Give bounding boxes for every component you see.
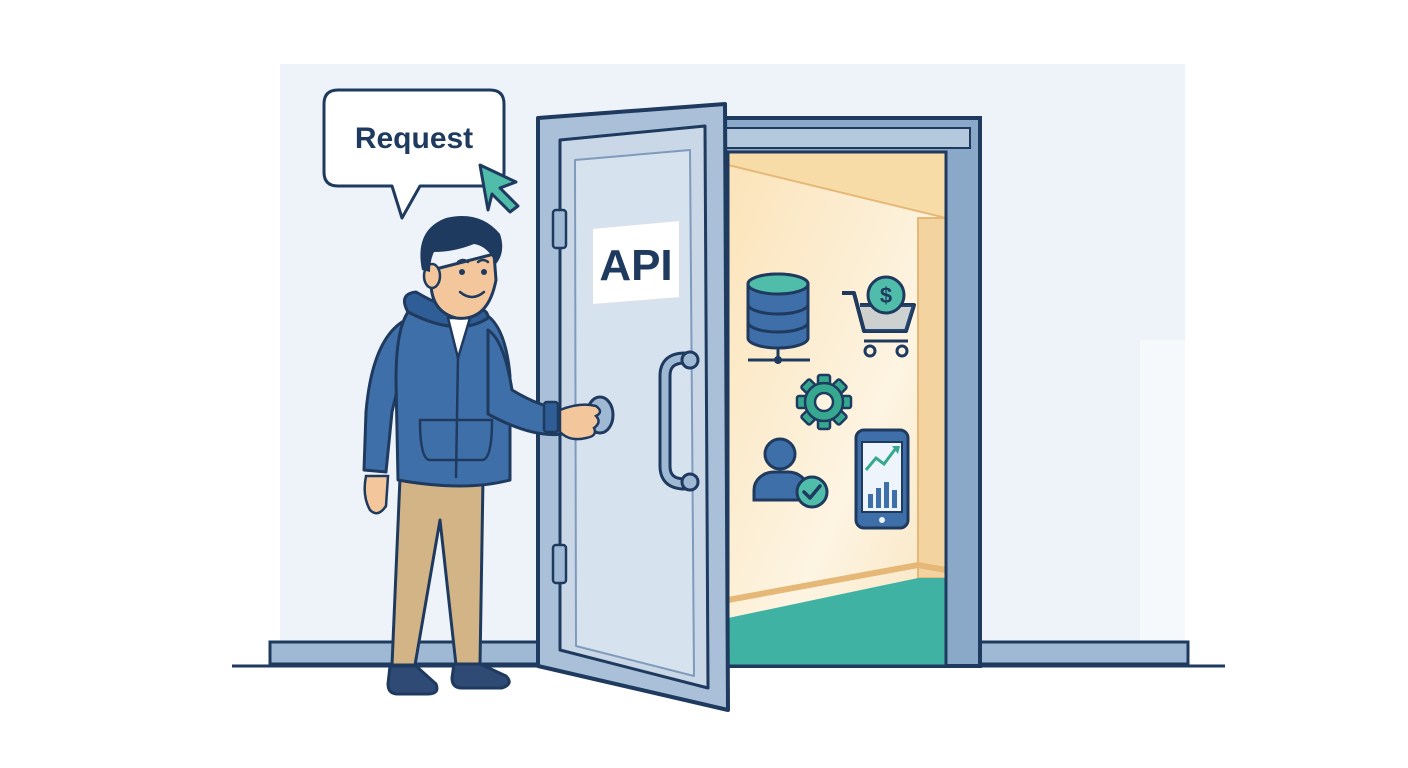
svg-text:$: $	[880, 283, 892, 308]
speech-bubble: Request	[322, 88, 506, 220]
person	[362, 216, 602, 696]
api-sign-label: API	[599, 241, 672, 290]
hinge-icon	[551, 208, 568, 250]
hinge-icon	[551, 543, 568, 585]
smartphone-chart-icon	[854, 428, 910, 530]
cursor-arrow-icon	[478, 163, 520, 214]
speech-bubble-text: Request	[355, 122, 473, 155]
door-handle[interactable]	[658, 350, 700, 492]
api-sign: API	[591, 218, 681, 307]
gear-icon	[795, 373, 853, 431]
api-door[interactable]: API	[536, 102, 730, 712]
user-check-icon	[752, 437, 829, 509]
shopping-cart-dollar-icon: $	[842, 275, 916, 358]
database-icon	[746, 272, 810, 364]
